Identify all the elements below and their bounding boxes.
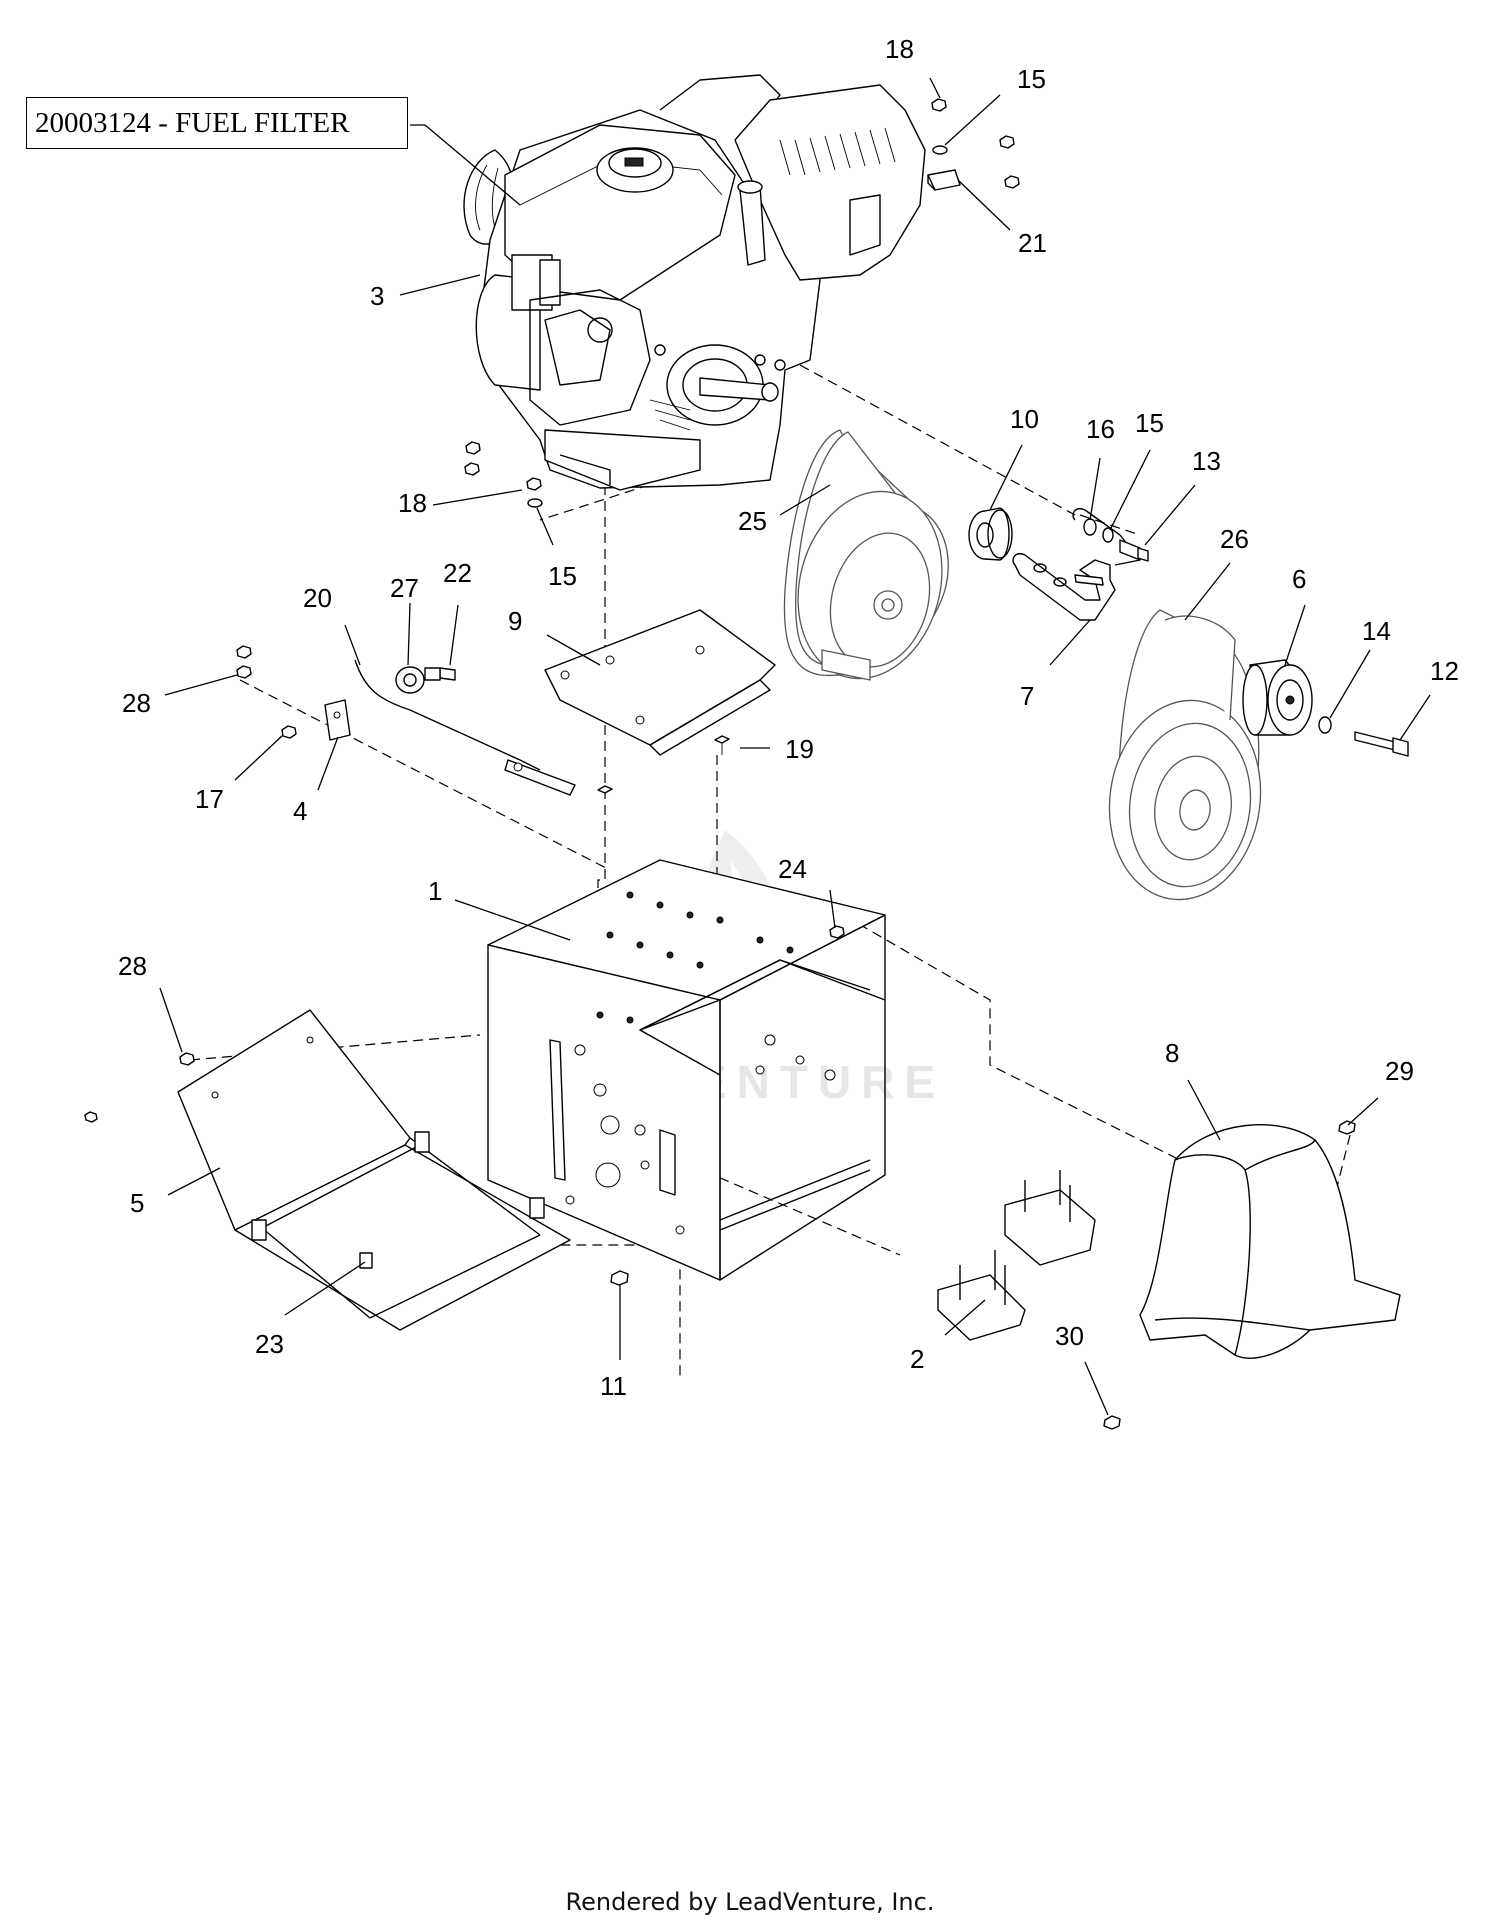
part-27-grommet [395, 666, 425, 694]
callout-7: 7 [1020, 681, 1034, 711]
callout-5: 5 [130, 1188, 144, 1218]
callout-16: 16 [1086, 414, 1115, 444]
nut-17 [281, 725, 297, 739]
callout-19: 19 [785, 734, 814, 764]
callout-13: 13 [1192, 446, 1221, 476]
part-7-idler-bracket [1012, 508, 1141, 621]
part-5-bottom-cover [177, 1009, 571, 1331]
part-1-frame [487, 859, 886, 1281]
callout-3: 3 [370, 281, 384, 311]
callout-18-mid: 18 [398, 488, 427, 518]
callouts: 3 18 15 21 18 15 25 10 16 15 13 26 6 14 … [118, 34, 1459, 1401]
callout-9: 9 [508, 606, 522, 636]
fuel-filter-label: 20003124 - FUEL FILTER [26, 97, 408, 149]
screw-29 [1338, 1120, 1356, 1135]
callout-15-mid: 15 [548, 561, 577, 591]
part-2-brackets [937, 1170, 1096, 1341]
callout-29: 29 [1385, 1056, 1414, 1086]
bolt-11 [610, 1270, 629, 1286]
engine-assembly [463, 74, 926, 491]
callout-27: 27 [390, 573, 419, 603]
callout-17: 17 [195, 784, 224, 814]
leader-lines [159, 77, 1431, 1416]
pulley-hardware [1318, 716, 1409, 757]
callout-12: 12 [1430, 656, 1459, 686]
footer-credit: Rendered by LeadVenture, Inc. [565, 1888, 935, 1916]
part-25-belt-pulley [783, 429, 949, 681]
bolt-28-top [236, 645, 252, 659]
bolt-28-mid [236, 665, 252, 679]
callout-21: 21 [1018, 228, 1047, 258]
bracket-hardware [1083, 518, 1149, 562]
part-4-bracket [324, 699, 351, 741]
callout-1: 1 [428, 876, 442, 906]
callout-24: 24 [778, 854, 807, 884]
part-26-auger-pulley [1108, 609, 1262, 901]
screw-30 [1103, 1415, 1121, 1430]
loose-hardware [84, 135, 1020, 1123]
part-22-screw [424, 667, 456, 681]
callout-26: 26 [1220, 524, 1249, 554]
part-20-cable [354, 659, 576, 796]
callout-8: 8 [1165, 1038, 1179, 1068]
callout-20: 20 [303, 583, 332, 613]
part-9-plate [544, 609, 776, 756]
callout-28-top: 28 [122, 688, 151, 718]
callout-22: 22 [443, 558, 472, 588]
callout-14: 14 [1362, 616, 1391, 646]
callout-28-left: 28 [118, 951, 147, 981]
callout-15-right: 15 [1135, 408, 1164, 438]
engine-mount-hardware [526, 477, 543, 508]
callout-25: 25 [738, 506, 767, 536]
callout-23: 23 [255, 1329, 284, 1359]
callout-6: 6 [1292, 564, 1306, 594]
bolt-28-left [179, 1052, 195, 1066]
muffler-hardware [927, 98, 961, 191]
callout-2: 2 [910, 1344, 924, 1374]
screw-24 [829, 925, 845, 939]
callout-30: 30 [1055, 1321, 1084, 1351]
callout-10: 10 [1010, 404, 1039, 434]
callout-4: 4 [293, 796, 307, 826]
screw-frame-top [597, 785, 613, 794]
screw-19 [714, 735, 730, 744]
callout-15-top: 15 [1017, 64, 1046, 94]
part-6-drive-pulley [1242, 659, 1313, 736]
part-8-belt-cover [1139, 1124, 1401, 1359]
part-10-idler-pulley [968, 507, 1013, 561]
callout-18-top: 18 [885, 34, 914, 64]
callout-11: 11 [600, 1371, 627, 1401]
